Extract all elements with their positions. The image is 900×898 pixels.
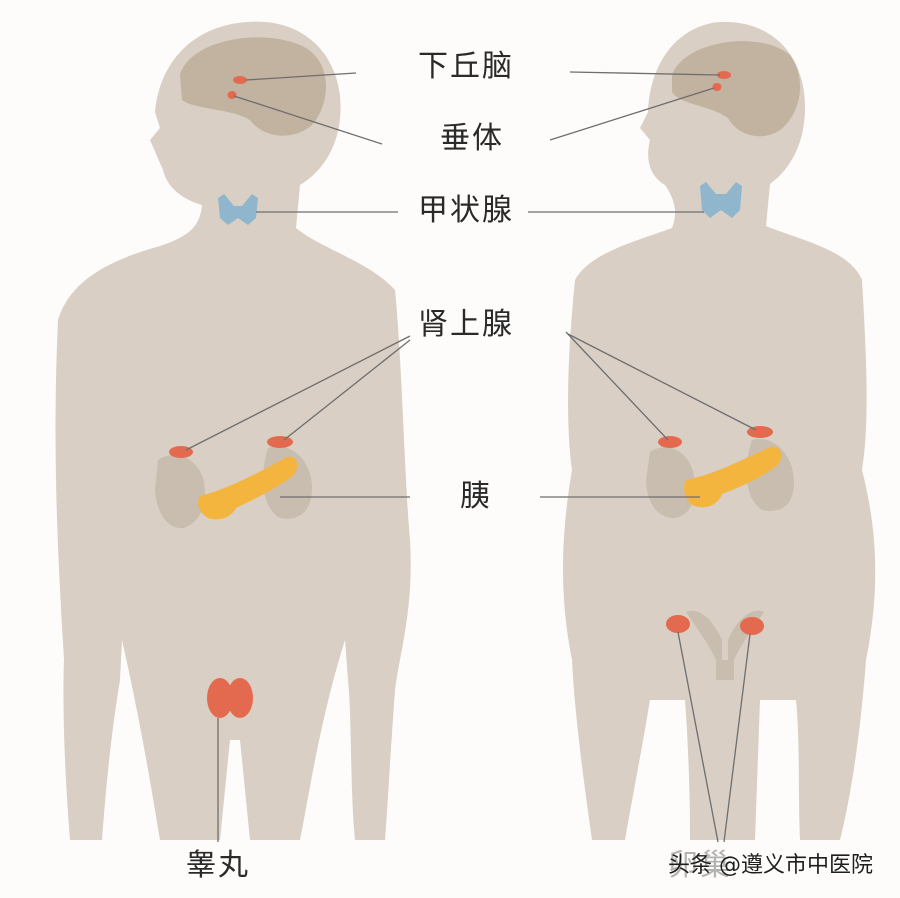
leader-adrenal-female-left <box>565 331 669 441</box>
female-right-ovary <box>740 617 764 635</box>
male-pituitary <box>227 91 237 99</box>
male-thyroid <box>218 194 258 225</box>
female-left-ovary <box>666 615 690 633</box>
label-thyroid: 甲状腺 <box>418 193 514 228</box>
male-pancreas <box>198 456 298 520</box>
female-pituitary <box>712 83 722 91</box>
leader-ovary-right <box>723 633 751 843</box>
female-body-silhouette <box>563 21 876 841</box>
label-hypothalamus: 下丘脑 <box>418 49 514 84</box>
leader-adrenal-female-right <box>567 333 757 431</box>
male-hypothalamus <box>233 76 247 84</box>
label-ovaries: 卵巢 <box>668 848 732 883</box>
leader-ovary-left <box>677 631 719 843</box>
watermark: 头条 @遵义市中医院 <box>668 853 873 878</box>
leader-adrenal-male-right <box>283 339 411 441</box>
female-thyroid <box>700 182 742 218</box>
male-brain <box>180 37 326 136</box>
leader-hypothalamus-female <box>569 71 721 76</box>
male-body-silhouette <box>55 21 411 841</box>
label-adrenal: 肾上腺 <box>418 307 514 342</box>
leader-adrenal-male-left <box>185 335 411 451</box>
label-pancreas: 胰 <box>460 479 492 514</box>
leader-lines <box>185 71 757 843</box>
leader-hypothalamus-male <box>245 72 357 81</box>
male-figure <box>55 21 411 841</box>
female-hypothalamus <box>717 71 731 79</box>
male-right-testis <box>227 678 253 718</box>
female-pancreas <box>684 446 782 508</box>
female-left-adrenal <box>658 436 682 448</box>
female-left-kidney <box>646 447 696 518</box>
male-left-testis <box>207 678 233 718</box>
label-testes: 睾丸 <box>186 848 250 883</box>
male-left-kidney <box>155 454 206 529</box>
female-brain <box>672 41 801 137</box>
leader-pituitary-female <box>549 87 715 141</box>
male-right-adrenal <box>267 436 293 448</box>
female-figure <box>563 21 876 841</box>
label-pituitary: 垂体 <box>440 121 504 156</box>
leader-pituitary-male <box>233 95 383 145</box>
